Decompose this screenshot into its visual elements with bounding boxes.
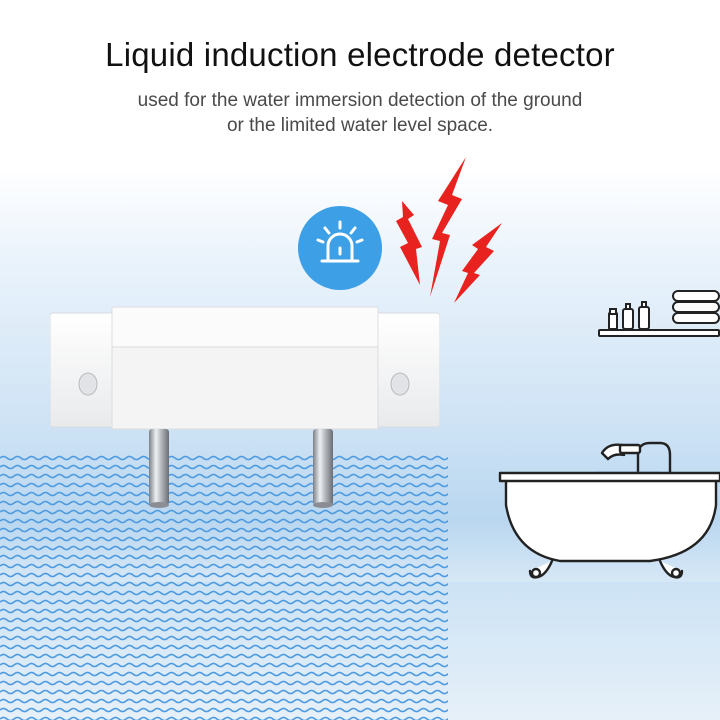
water-wave-line xyxy=(0,563,448,569)
water-wave-line xyxy=(0,662,448,668)
water-wave-line xyxy=(0,500,448,506)
page-subtitle: used for the water immersion detection o… xyxy=(0,88,720,138)
water-wave-line xyxy=(0,680,448,686)
water-wave-line xyxy=(0,599,448,605)
water-wave-line xyxy=(0,590,448,596)
detector-device xyxy=(50,306,440,508)
water-wave-line xyxy=(0,491,448,497)
water-wave-line xyxy=(0,482,448,488)
water-wave-line xyxy=(0,635,448,641)
alarm-siren-icon xyxy=(316,220,364,263)
water-wave-line xyxy=(0,626,448,632)
water-wave-line xyxy=(0,698,448,704)
water-wave-line xyxy=(0,707,448,713)
water-waves xyxy=(0,455,448,720)
water-wave-line xyxy=(0,653,448,659)
water-wave-line xyxy=(0,572,448,578)
water-wave-line xyxy=(0,545,448,551)
water-wave-line xyxy=(0,527,448,533)
alarm-badge xyxy=(298,206,382,290)
bathroom-shelf xyxy=(598,290,720,337)
water-wave-line xyxy=(0,536,448,542)
water-wave-line xyxy=(0,644,448,650)
water-wave-line xyxy=(0,581,448,587)
water-wave-line xyxy=(0,518,448,524)
subtitle-line-1: used for the water immersion detection o… xyxy=(137,90,583,111)
lightning-bolt-icon xyxy=(396,157,502,303)
water-wave-line xyxy=(0,455,448,461)
water-wave-line xyxy=(0,473,448,479)
water-wave-line xyxy=(0,689,448,695)
water-wave-line xyxy=(0,608,448,614)
bathtub-illustration xyxy=(498,441,720,579)
water-wave-line xyxy=(0,671,448,677)
floor-area xyxy=(0,582,720,720)
water-wave-line xyxy=(0,617,448,623)
water-wave-line xyxy=(0,464,448,470)
page-title: Liquid induction electrode detector xyxy=(105,36,615,73)
subtitle-line-2: or the limited water level space. xyxy=(226,115,494,136)
water-wave-line xyxy=(0,509,448,515)
water-wave-line xyxy=(0,554,448,560)
water-wave-line xyxy=(0,716,448,720)
